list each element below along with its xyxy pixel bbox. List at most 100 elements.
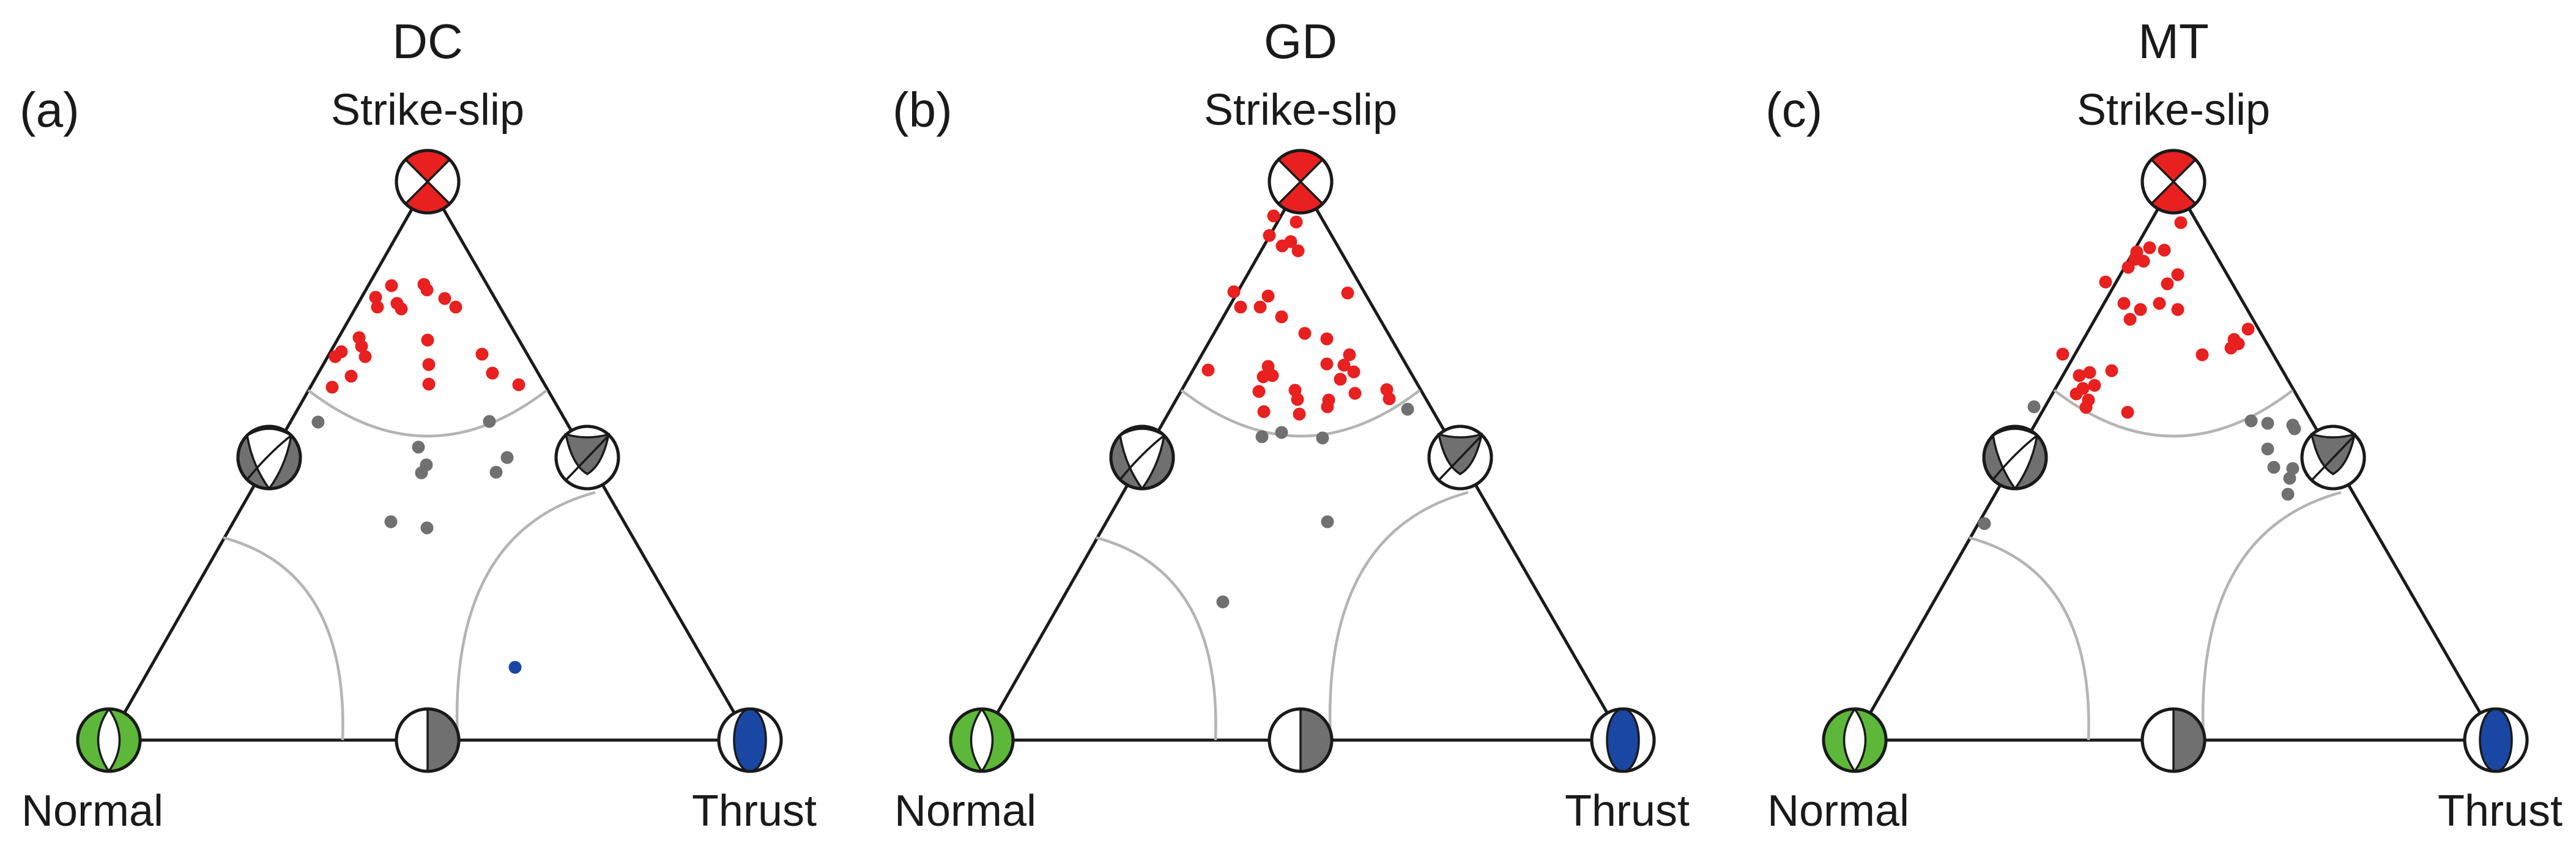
strike-slip-event-dot (2069, 387, 2083, 401)
strike-slip-event-dot (2153, 297, 2166, 310)
panel-title: MT (2138, 14, 2209, 69)
oblique-event-dot (415, 466, 428, 480)
normal-boundary-arc (223, 536, 344, 741)
panel-tag: (a) (20, 83, 80, 137)
strike-slip-event-dot (355, 339, 368, 353)
strike-slip-event-dot (344, 369, 358, 383)
panel-a: DC (a) Strike-slip Normal Thrust (20, 14, 817, 836)
strike-slip-event-dot (2117, 297, 2131, 310)
strike-slip-event-dot (2105, 364, 2118, 377)
strike-slip-event-dot (449, 300, 462, 314)
strike-slip-event-dot (2079, 401, 2093, 414)
strike-slip-event-dot (371, 300, 384, 314)
oblique-event-dot (1255, 430, 1269, 443)
beachball-oblique-thrust (554, 424, 620, 491)
strike-slip-event-dot (2241, 322, 2255, 336)
oblique-event-dot (2244, 414, 2258, 428)
strike-slip-label: Strike-slip (1204, 86, 1397, 135)
strike-slip-event-dot (1252, 385, 1266, 398)
strike-slip-event-dot (2088, 379, 2101, 392)
oblique-event-dot (2261, 442, 2274, 456)
beachball-oblique-normal (1982, 424, 2048, 491)
strike-slip-boundary-arc (1180, 389, 1421, 438)
strike-slip-event-dot (1275, 239, 1289, 253)
oblique-event-dot (2286, 462, 2299, 475)
strike-slip-event-dot (1256, 370, 1270, 384)
event-points (311, 278, 525, 674)
thrust-boundary-arc (2201, 491, 2342, 741)
strike-slip-event-dot (2232, 337, 2245, 350)
strike-slip-event-dot (422, 377, 436, 391)
beachball-normal (76, 707, 142, 773)
thrust-label: Thrust (692, 787, 817, 836)
beachball-oblique-normal (1109, 424, 1175, 491)
strike-slip-event-dot (395, 302, 408, 316)
beachball-strike-slip (395, 149, 461, 215)
strike-slip-event-dot (1227, 285, 1241, 298)
strike-slip-event-dot (2196, 348, 2209, 361)
strike-slip-label: Strike-slip (331, 86, 524, 135)
strike-slip-event-dot (1343, 348, 1356, 361)
normal-label: Normal (21, 787, 163, 836)
thrust-label: Thrust (1565, 787, 1690, 836)
oblique-event-dot (1978, 517, 1991, 530)
oblique-event-dot (489, 465, 503, 479)
strike-slip-event-dot (1334, 373, 1347, 386)
beachball-thrust (1590, 707, 1656, 773)
thrust-event-dot (508, 661, 522, 674)
strike-slip-event-dot (325, 380, 339, 394)
oblique-event-dot (2281, 488, 2295, 501)
strike-slip-event-dot (1201, 363, 1215, 377)
strike-slip-event-dot (1341, 286, 1354, 300)
normal-label: Normal (894, 787, 1036, 836)
strike-slip-event-dot (1347, 365, 1360, 379)
strike-slip-event-dot (1337, 358, 1351, 372)
strike-slip-event-dot (385, 279, 398, 292)
strike-slip-event-dot (486, 366, 499, 380)
strike-slip-event-dot (2134, 303, 2147, 316)
beachball-strike-slip (2140, 149, 2207, 215)
normal-boundary-arc (1096, 536, 1217, 741)
oblique-event-dot (420, 521, 434, 535)
oblique-event-dot (483, 415, 496, 428)
beachball-oblique-thrust (1427, 424, 1493, 491)
strike-slip-event-dot (1257, 405, 1271, 418)
event-points (1978, 216, 2301, 530)
panel-tag: (c) (1765, 83, 1822, 137)
strike-slip-event-dot (358, 350, 372, 363)
strike-slip-event-dot (2056, 347, 2069, 361)
strike-slip-event-dot (2099, 275, 2112, 289)
oblique-event-dot (2261, 417, 2274, 430)
oblique-event-dot (1401, 402, 1414, 416)
strike-slip-event-dot (422, 358, 436, 371)
strike-slip-event-dot (1348, 387, 1362, 400)
thrust-boundary-arc (1328, 491, 1469, 741)
oblique-event-dot (1321, 515, 1334, 528)
oblique-event-dot (500, 451, 514, 464)
panel-b: GD (b) Strike-slip Normal Thrust (893, 14, 1690, 836)
strike-slip-event-dot (475, 347, 489, 361)
strike-slip-event-dot (1291, 244, 1305, 258)
beachball-strike-slip (1268, 149, 1334, 215)
strike-slip-event-dot (2171, 268, 2184, 281)
beachball-transitional (395, 707, 461, 773)
strike-slip-event-dot (1263, 229, 1276, 242)
strike-slip-event-dot (2171, 303, 2184, 316)
beachball-normal (1822, 707, 1888, 773)
strike-slip-event-dot (2143, 241, 2156, 254)
strike-slip-event-dot (1383, 392, 1396, 406)
strike-slip-event-dot (438, 292, 451, 305)
strike-slip-boundary-arc (307, 389, 548, 438)
strike-slip-event-dot (2121, 261, 2135, 274)
strike-slip-event-dot (1261, 289, 1275, 303)
strike-slip-event-dot (1320, 357, 1334, 371)
oblique-event-dot (2288, 422, 2301, 436)
strike-slip-event-dot (2174, 216, 2188, 229)
strike-slip-event-dot (2073, 369, 2086, 382)
beachball-oblique-thrust (2300, 424, 2366, 491)
panel-title: DC (392, 14, 463, 69)
strike-slip-event-dot (369, 291, 382, 304)
strike-slip-event-dot (1253, 300, 1267, 314)
oblique-event-dot (384, 515, 398, 528)
